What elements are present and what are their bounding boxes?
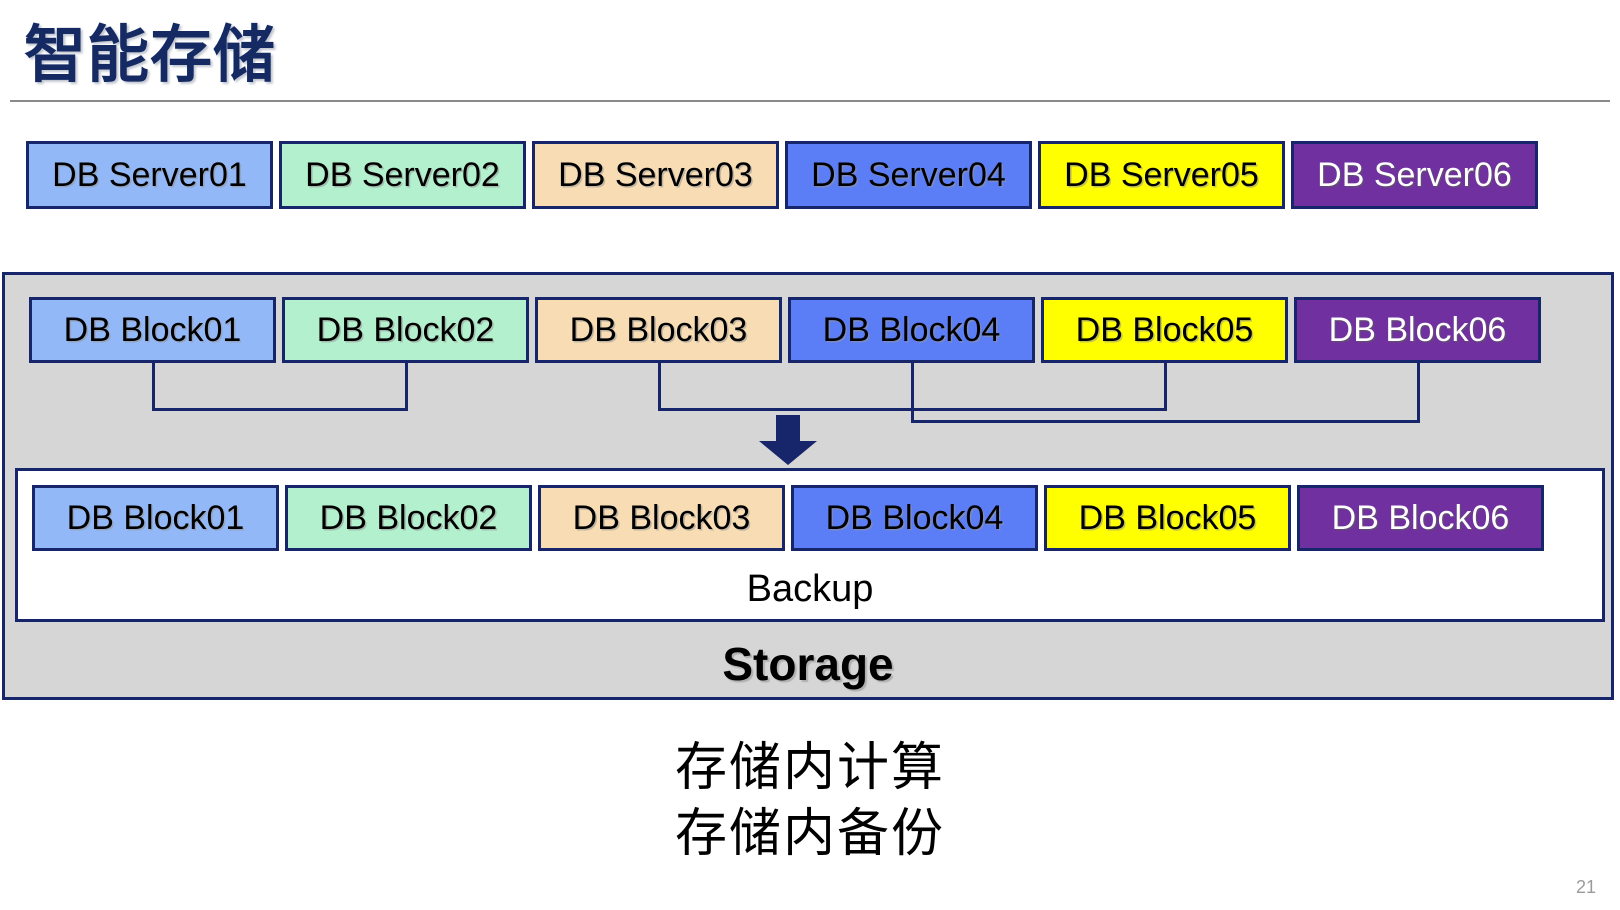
db-block-primary-6[interactable]: DB Block06 [1294,297,1541,363]
connector-right-leg [405,363,408,408]
connector-right-leg [1164,363,1167,408]
connector-crossbar [152,408,408,411]
db-block-backup-5[interactable]: DB Block05 [1044,485,1291,551]
db-block-backup-label: DB Block05 [1078,498,1257,537]
db-block-primary-2[interactable]: DB Block02 [282,297,529,363]
db-block-primary-1[interactable]: DB Block01 [29,297,276,363]
footer-captions: 存储内计算存储内备份 [0,735,1620,867]
db-block-backup-6[interactable]: DB Block06 [1297,485,1544,551]
db-block-primary-5[interactable]: DB Block05 [1041,297,1288,363]
db-server-node-label: DB Server03 [558,155,753,194]
db-block-backup-label: DB Block02 [319,498,498,537]
db-block-primary-4[interactable]: DB Block04 [788,297,1035,363]
db-server-node-1[interactable]: DB Server01 [26,141,273,209]
db-block-primary-label: DB Block03 [569,310,748,349]
db-block-backup-1[interactable]: DB Block01 [32,485,279,551]
db-server-node-6[interactable]: DB Server06 [1291,141,1538,209]
footer-line-2: 存储内备份 [674,805,945,863]
db-server-node-2[interactable]: DB Server02 [279,141,526,209]
db-server-node-label: DB Server05 [1064,155,1259,194]
db-block-backup-label: DB Block04 [825,498,1004,537]
footer-line-1: 存储内计算 [674,739,945,797]
db-server-node-3[interactable]: DB Server03 [532,141,779,209]
db-block-primary-label: DB Block04 [822,310,1001,349]
connector-crossbar [911,420,1420,423]
connector-right-leg [1417,363,1420,420]
db-block-backup-2[interactable]: DB Block02 [285,485,532,551]
db-server-node-label: DB Server04 [811,155,1006,194]
db-block-backup-label: DB Block06 [1331,498,1510,537]
backup-label: Backup [746,568,874,610]
page-number: 21 [1575,877,1596,897]
db-server-node-label: DB Server06 [1317,155,1512,194]
db-server-node-label: DB Server01 [52,155,247,194]
db-block-backup-label: DB Block01 [66,498,245,537]
db-block-primary-label: DB Block02 [316,310,495,349]
connector-left-leg [152,363,155,408]
storage-container: Storage Backup DB Block01 DB Block02 DB Bl… [2,272,1614,700]
db-server-node-5[interactable]: DB Server05 [1038,141,1285,209]
connector-left-leg [658,363,661,408]
db-block-backup-4[interactable]: DB Block04 [791,485,1038,551]
title-divider [10,100,1610,102]
db-block-primary-label: DB Block06 [1328,310,1507,349]
db-block-backup-label: DB Block03 [572,498,751,537]
connector-left-leg [911,363,914,420]
db-server-node-label: DB Server02 [305,155,500,194]
db-block-primary-label: DB Block05 [1075,310,1254,349]
db-server-node-4[interactable]: DB Server04 [785,141,1032,209]
db-block-backup-3[interactable]: DB Block03 [538,485,785,551]
db-block-primary-label: DB Block01 [63,310,242,349]
backup-panel: Backup DB Block01 DB Block02 DB Block03 DB … [15,468,1605,622]
db-block-primary-3[interactable]: DB Block03 [535,297,782,363]
page-title: 智能存储 [24,21,277,90]
down-arrow-icon [757,415,819,465]
storage-label: Storage [722,638,894,690]
